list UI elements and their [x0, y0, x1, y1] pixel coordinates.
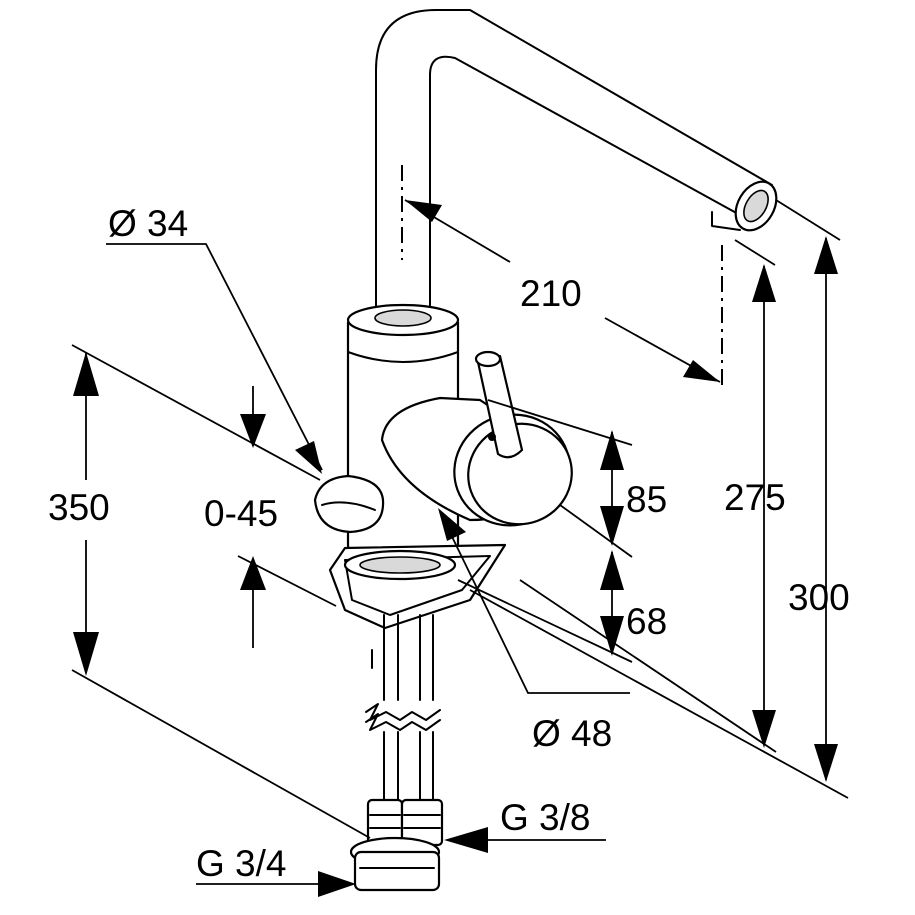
label-spout-reach: 210 [520, 273, 582, 314]
label-overall-height: 300 [788, 577, 850, 618]
swivel-knob [313, 474, 385, 534]
label-lever-height: 85 [626, 479, 667, 520]
lever-handle [474, 350, 524, 459]
dimension-lines [71, 165, 849, 897]
supply-hoses [365, 614, 441, 801]
dimension-labels: Ø 34 210 350 0-45 85 68 275 300 Ø 48 G 3… [48, 203, 850, 884]
base-fastener [328, 543, 507, 630]
spout [375, 9, 778, 319]
label-spout-diameter: Ø 34 [108, 203, 188, 244]
label-swivel-angle: 0-45 [204, 493, 278, 534]
label-outlet-connection: G 3/8 [500, 797, 591, 838]
label-base-diameter: Ø 48 [532, 713, 612, 754]
lever-housing [380, 396, 573, 527]
label-base-height: 68 [626, 601, 667, 642]
connection-fittings [349, 798, 444, 892]
label-spout-height: 275 [724, 477, 786, 518]
label-height-total: 350 [48, 487, 110, 528]
label-inlet-connection: G 3/4 [196, 843, 287, 884]
